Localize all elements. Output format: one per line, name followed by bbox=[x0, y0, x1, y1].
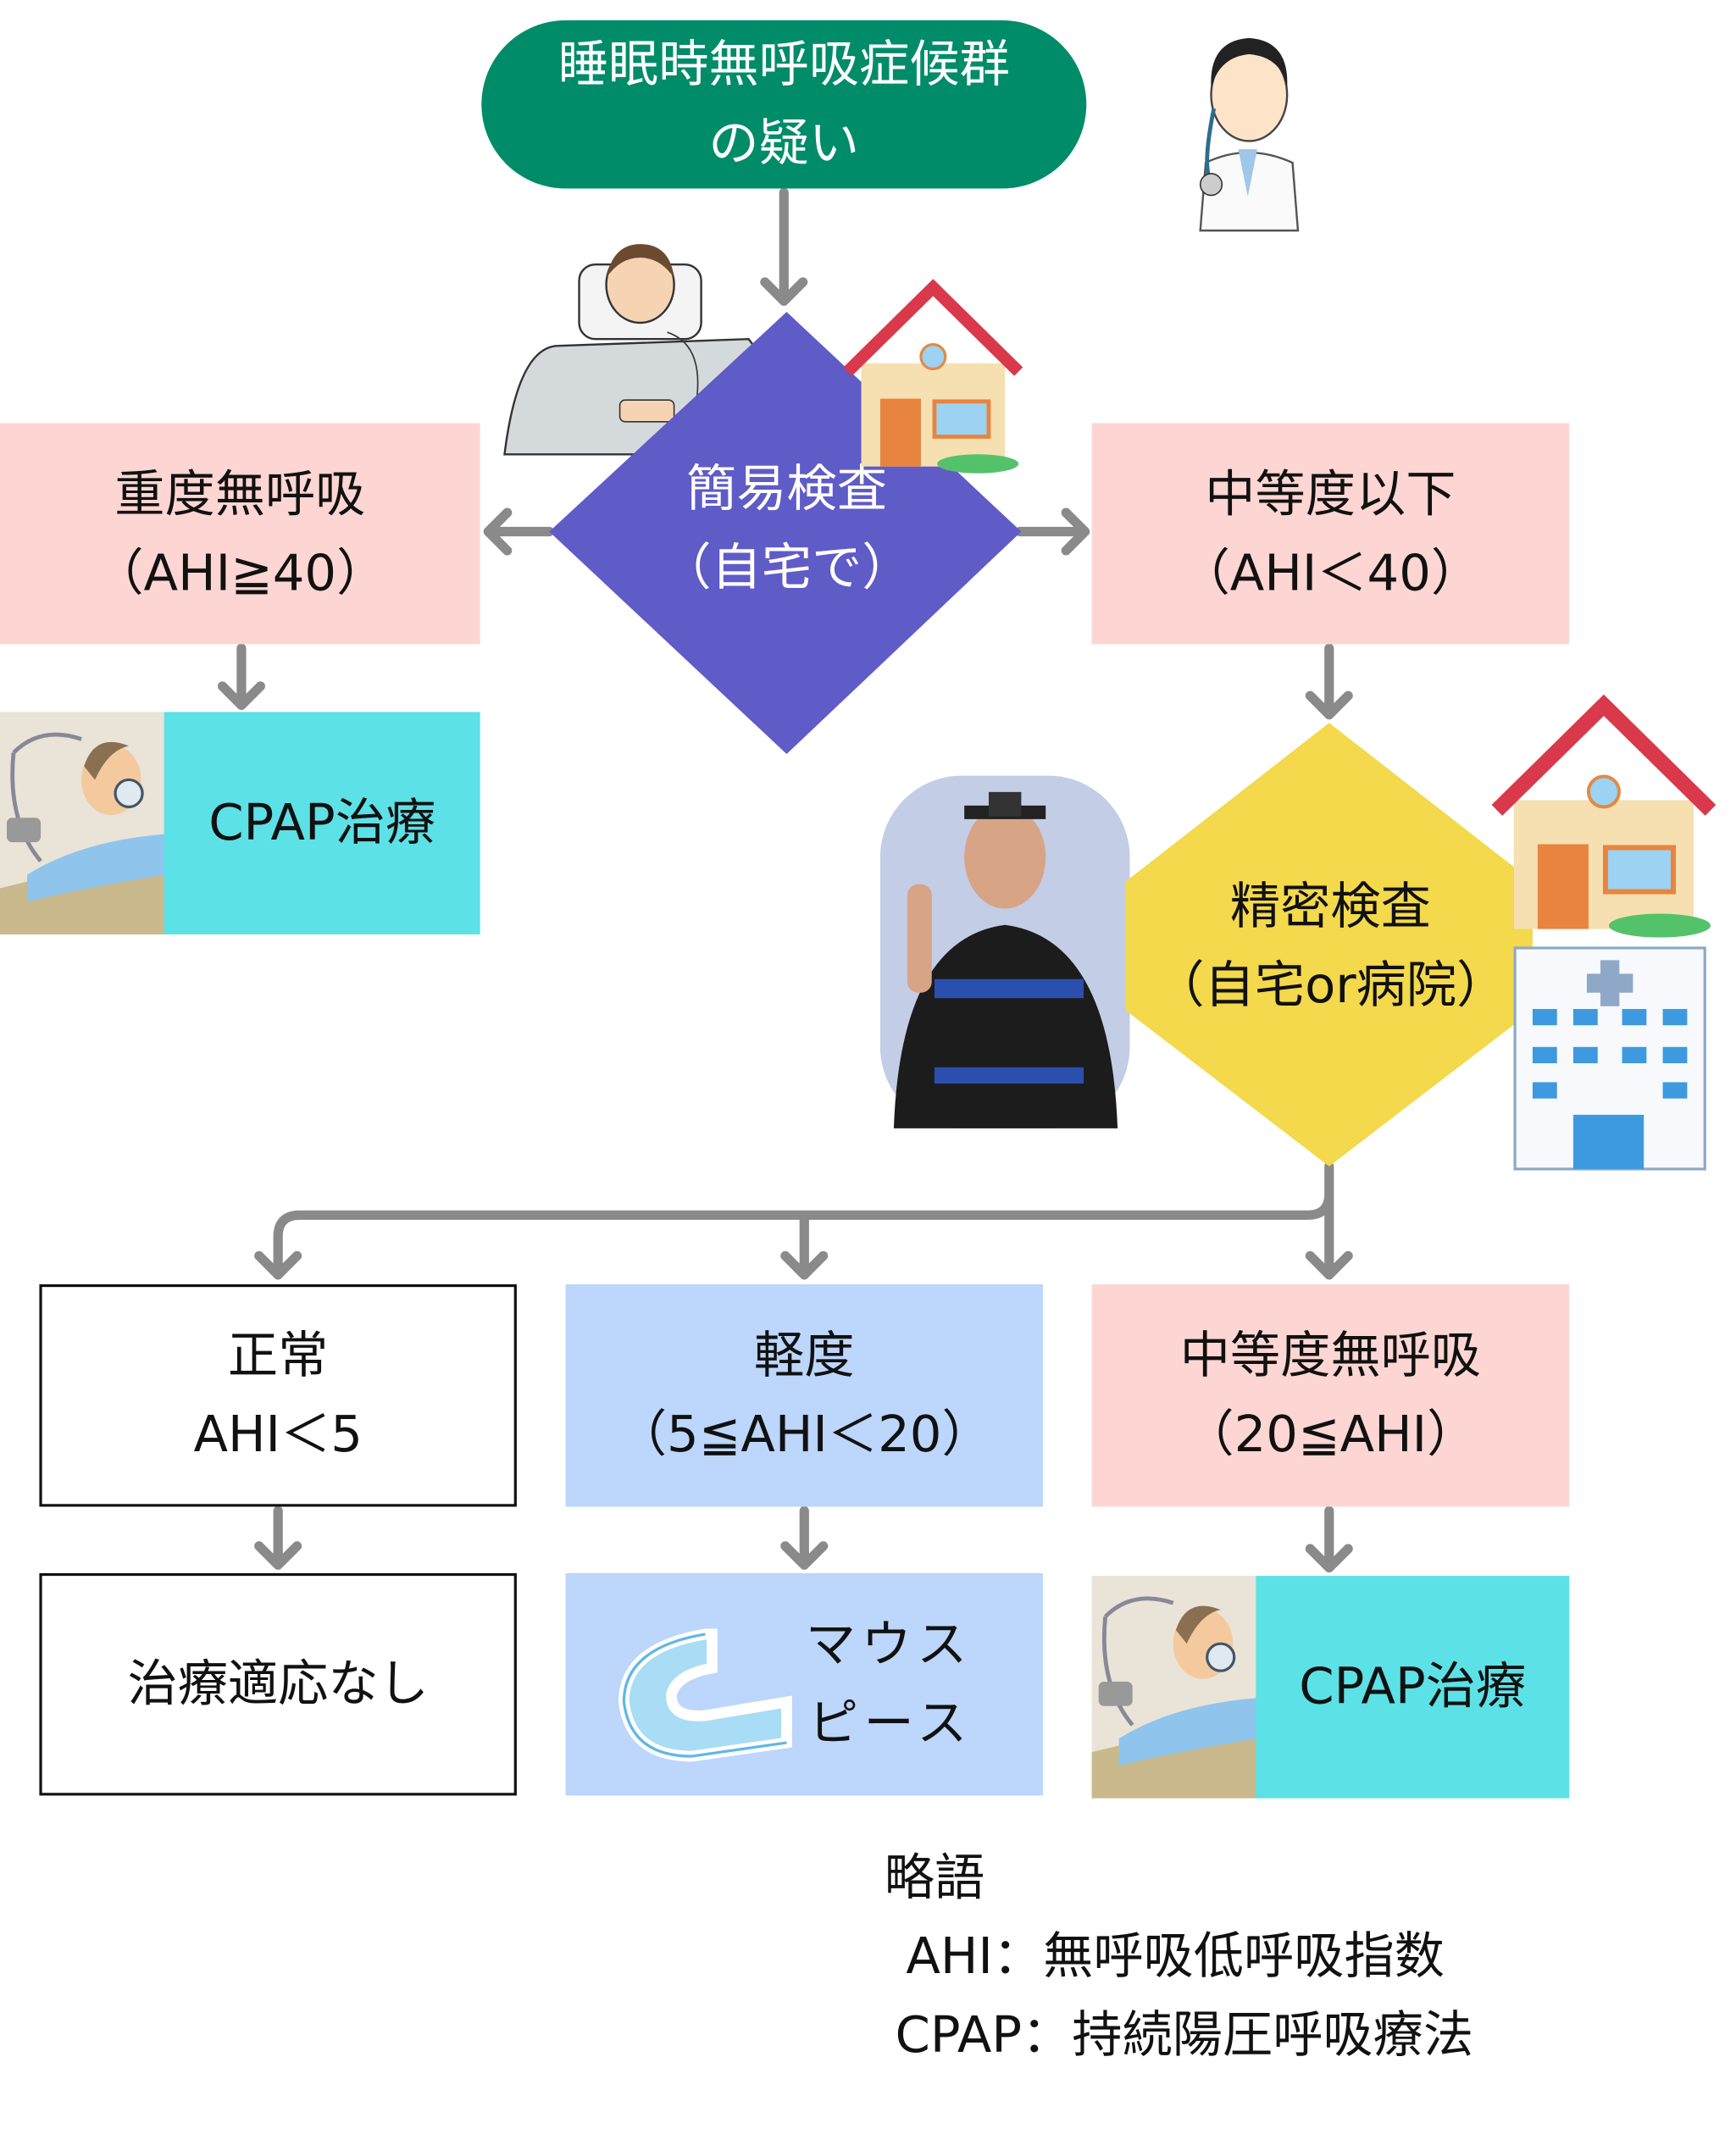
normal-line2: AHI＜5 bbox=[193, 1405, 363, 1464]
moderate-line2: （20≦AHI） bbox=[1184, 1405, 1478, 1464]
house-icon bbox=[1491, 694, 1717, 938]
no-treatment-label: 治療適応なし bbox=[127, 1654, 429, 1713]
arrow-normal-to-none bbox=[254, 1505, 302, 1570]
cpap-patient-icon bbox=[0, 712, 166, 934]
hospital-icon bbox=[1513, 946, 1706, 1171]
mild-box: 軽度 （5≦AHI＜20） bbox=[565, 1283, 1044, 1507]
mouthpiece-line1: マウス bbox=[805, 1615, 973, 1674]
start-line1: 睡眠時無呼吸症候群 bbox=[557, 35, 1010, 94]
branch-lines bbox=[273, 1161, 1334, 1280]
mouthpiece-icon bbox=[618, 1628, 792, 1762]
moderate-or-less-line1: 中等度以下 bbox=[1205, 464, 1456, 524]
severe-line2: （AHI≧40） bbox=[93, 543, 387, 602]
moderate-or-less-line2: （AHI＜40） bbox=[1179, 543, 1482, 602]
detailed-test-line2: （自宅or病院） bbox=[1154, 956, 1507, 1015]
normal-line1: 正常 bbox=[227, 1326, 329, 1385]
mild-line2: （5≦AHI＜20） bbox=[616, 1405, 992, 1464]
start-node: 睡眠時無呼吸症候群 の疑い bbox=[481, 20, 1087, 189]
legend-ahi: AHI：無呼吸低呼吸指数 bbox=[906, 1926, 1445, 1986]
arrow-simple-to-moderate bbox=[1015, 507, 1090, 556]
severe-apnea-box: 重度無呼吸 （AHI≧40） bbox=[0, 423, 480, 645]
legend-title: 略語 bbox=[884, 1848, 985, 1907]
detailed-test-line1: 精密検査 bbox=[1229, 877, 1431, 936]
simple-test-line1: 簡易検査 bbox=[686, 459, 887, 518]
cpap-patient-icon bbox=[1091, 1576, 1257, 1799]
arrow-simple-to-severe bbox=[483, 507, 554, 556]
simple-test-line2: （自宅で） bbox=[661, 538, 912, 597]
doctor-icon bbox=[1199, 37, 1300, 232]
cpap-treatment-left: CPAP治療 bbox=[164, 712, 480, 934]
cpap-right-label: CPAP治療 bbox=[1299, 1657, 1527, 1716]
polysomnography-photo bbox=[879, 775, 1130, 1128]
arrow-severe-to-cpap bbox=[217, 643, 265, 711]
arrow-mild-to-mouthpiece bbox=[780, 1505, 829, 1570]
arrow-moderate-to-detailed bbox=[1305, 643, 1353, 720]
mild-line1: 軽度 bbox=[754, 1326, 855, 1385]
detailed-test-label: 精密検査 （自宅or病院） bbox=[1153, 865, 1508, 1028]
simple-test-label: 簡易検査 （自宅で） bbox=[596, 447, 976, 610]
start-line2: の疑い bbox=[708, 114, 860, 173]
moderate-or-less-box: 中等度以下 （AHI＜40） bbox=[1091, 423, 1570, 645]
moderate-line1: 中等度無呼吸 bbox=[1179, 1326, 1482, 1385]
mouthpiece-line2: ピース bbox=[807, 1694, 973, 1753]
house-icon bbox=[843, 279, 1023, 474]
cpap-left-label: CPAP治療 bbox=[208, 793, 436, 852]
arrow-heads-branch bbox=[254, 1250, 1353, 1280]
moderate-apnea-box: 中等度無呼吸 （20≦AHI） bbox=[1091, 1283, 1570, 1507]
legend-cpap: CPAP：持続陽圧呼吸療法 bbox=[895, 2005, 1474, 2065]
no-treatment-box: 治療適応なし bbox=[39, 1572, 517, 1796]
arrow-moderate-to-cpap bbox=[1305, 1505, 1353, 1573]
normal-box: 正常 AHI＜5 bbox=[39, 1283, 517, 1507]
severe-line1: 重度無呼吸 bbox=[114, 464, 366, 524]
arrow-start-to-simple bbox=[760, 187, 808, 306]
cpap-treatment-right: CPAP治療 bbox=[1256, 1576, 1570, 1799]
